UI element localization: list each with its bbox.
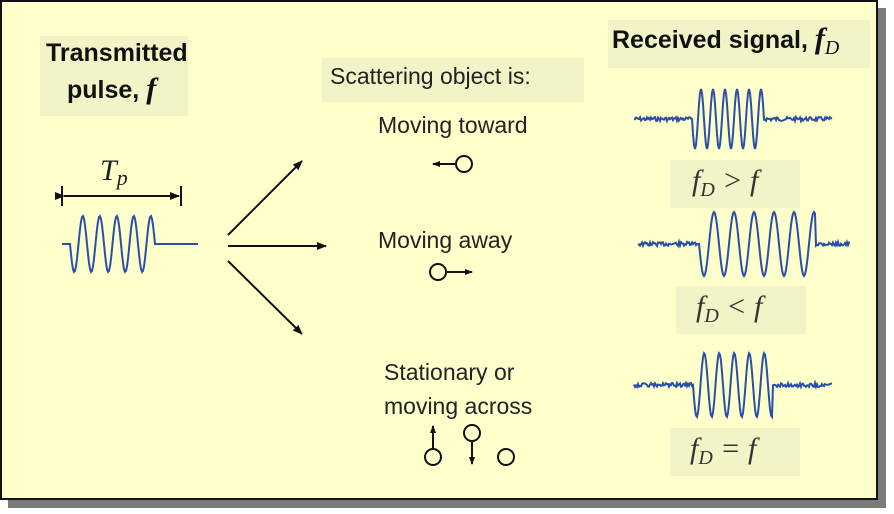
received-header-text: Received signal, [612,26,808,54]
received-frequency-symbol: fD [814,22,840,60]
object-moving-toward [432,155,473,173]
transmitted-header-line2: pulse, f [67,74,156,105]
object-moving-away [429,263,473,281]
transmitted-frequency-symbol: f [146,72,157,105]
panel-relation-stationary [670,428,800,476]
circle-icon [455,155,473,173]
panel-received [608,20,870,68]
panel-relation-away [676,286,806,334]
object-moving-across-up [424,425,442,466]
pulse-width-label: Tp [100,154,128,190]
object-moving-across-down [463,424,481,465]
relation-away: fD < f [696,290,763,327]
stationary-label-line2: moving across [384,393,533,419]
received-wave-away [637,210,851,278]
received-wave-stationary [633,350,833,420]
arrow-to-stationary [227,260,303,335]
relation-stationary: fD = f [690,432,757,469]
circle-icon [424,448,442,466]
arrow-to-toward [227,160,303,236]
relation-toward: fD > f [692,164,759,201]
circle-icon [463,424,481,442]
panel-relation-toward [670,160,800,208]
circle-icon [429,263,447,281]
panel-scattering [322,58,584,102]
panel-transmitted [40,36,188,116]
circle-icon-stationary [497,448,515,466]
moving-away-label: Moving away [378,227,513,253]
stationary-label-line1: Stationary or [384,359,515,385]
received-header: Received signal, fD [612,24,839,63]
transmitted-pulse-wave [62,214,198,274]
transmitted-pulse-word: pulse, [67,76,140,104]
transmitted-header-line1: Transmitted [46,39,188,67]
moving-toward-label: Moving toward [378,112,528,138]
scattering-header: Scattering object is: [330,63,531,89]
received-wave-toward [633,88,833,150]
